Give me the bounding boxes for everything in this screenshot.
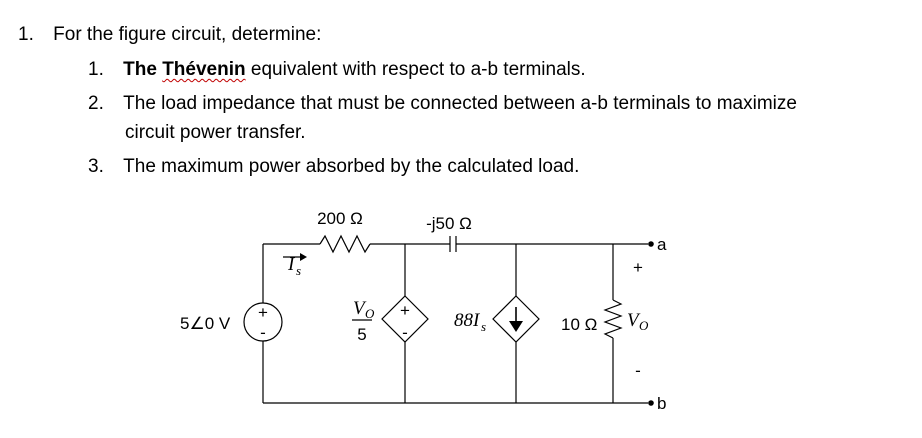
item-2-continuation: circuit power transfer. <box>125 121 306 145</box>
item-3-number: 3. <box>88 156 104 177</box>
item-3-text: The maximum power absorbed by the calcul… <box>123 156 580 177</box>
vo-label-sub: O <box>639 318 649 333</box>
terminal-a-dot <box>648 241 654 247</box>
resistor-10-symbol <box>603 299 623 339</box>
dep-voltage-num: V <box>353 298 367 319</box>
item-1-text: equivalent with respect to a-b terminals… <box>250 59 586 80</box>
problem-intro: For the figure circuit, determine: <box>53 24 322 45</box>
item-1-bold-thevenin: Thévenin <box>162 59 246 80</box>
item-2-text2: circuit power transfer. <box>125 122 306 143</box>
terminal-a-label: a <box>657 235 667 254</box>
terminal-b-dot <box>648 400 654 406</box>
resistor-10-label: 10 Ω <box>561 315 597 334</box>
terminal-b-label: b <box>657 394 666 413</box>
dep-voltage-den: 5 <box>357 325 366 344</box>
problem-heading: 1. For the figure circuit, determine: <box>18 23 321 47</box>
resistor-200-symbol <box>319 234 371 254</box>
current-label-sub: s <box>296 263 301 278</box>
dep-voltage-plus: + <box>400 301 410 320</box>
item-3: 3. The maximum power absorbed by the cal… <box>88 155 579 179</box>
item-2-text: The load impedance that must be connecte… <box>123 93 797 114</box>
resistor-200-label: 200 Ω <box>317 209 363 228</box>
current-label: I <box>287 254 296 275</box>
dep-current-label: 88I <box>454 310 481 331</box>
dep-current-arrow-head <box>509 321 523 332</box>
vo-plus: + <box>633 258 643 277</box>
item-1-bold-the: The <box>123 59 157 80</box>
dep-voltage-num-sub: O <box>365 306 375 321</box>
item-1-number: 1. <box>88 59 104 80</box>
problem-number: 1. <box>18 24 34 45</box>
current-arrow-head <box>300 253 307 261</box>
item-1: 1. The Thévenin equivalent with respect … <box>88 58 586 82</box>
source-minus: - <box>260 323 266 342</box>
capacitor-label: -j50 Ω <box>426 214 472 233</box>
item-2-number: 2. <box>88 93 104 114</box>
source-plus: + <box>258 303 268 322</box>
dep-voltage-minus: - <box>402 323 408 342</box>
vo-label: V <box>627 310 641 331</box>
source-label: 5∠0 V <box>180 314 231 333</box>
vo-minus: - <box>635 361 641 380</box>
item-2: 2. The load impedance that must be conne… <box>88 92 797 116</box>
dep-current-label-sub: s <box>481 319 486 334</box>
